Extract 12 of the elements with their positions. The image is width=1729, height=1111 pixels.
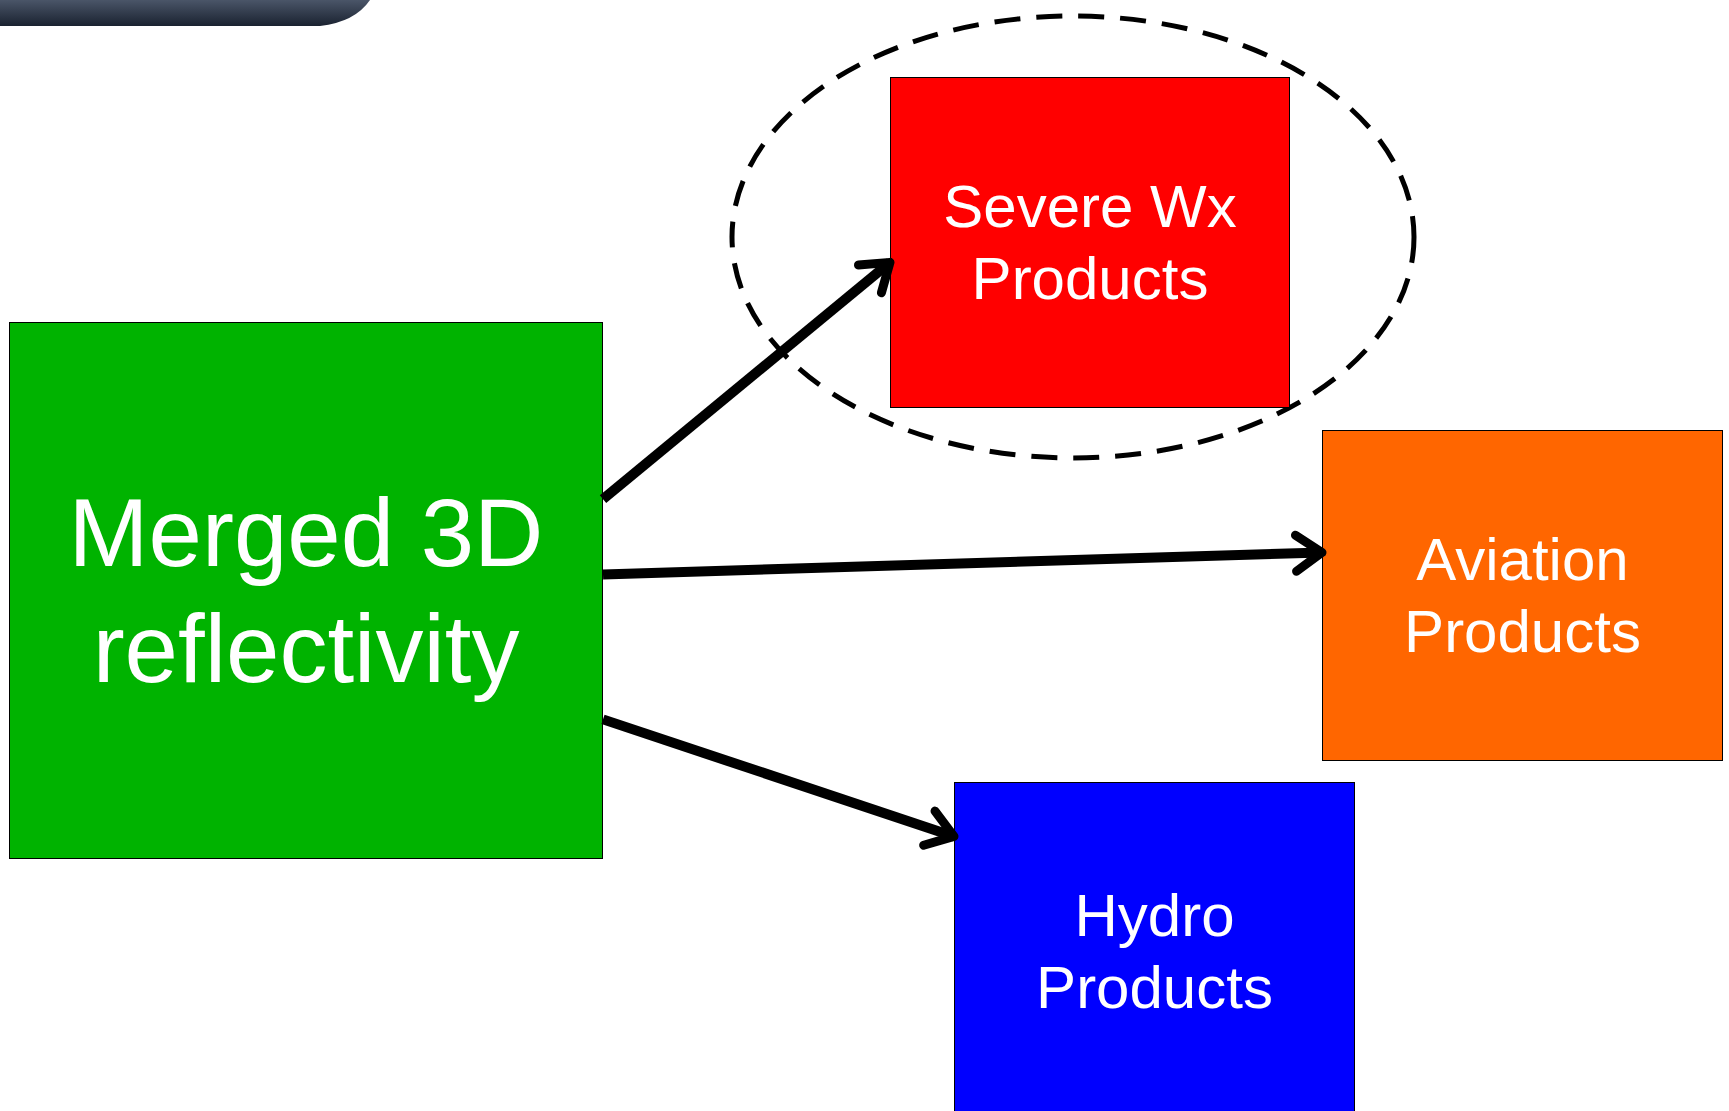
arrow bbox=[599, 257, 895, 504]
process-box bbox=[954, 782, 1355, 1111]
node-label: Severe Wx Products bbox=[942, 171, 1238, 314]
dashed-ellipse bbox=[729, 13, 1417, 461]
arrow bbox=[601, 714, 959, 850]
process-box bbox=[9, 322, 603, 859]
process-box bbox=[1322, 430, 1723, 761]
arrow bbox=[602, 530, 1327, 580]
node-label: Aviation Products bbox=[1403, 524, 1642, 667]
process-box bbox=[890, 77, 1290, 408]
node-label: Merged 3D reflectivity bbox=[67, 478, 545, 704]
node-label: Hydro Products bbox=[1035, 881, 1274, 1023]
